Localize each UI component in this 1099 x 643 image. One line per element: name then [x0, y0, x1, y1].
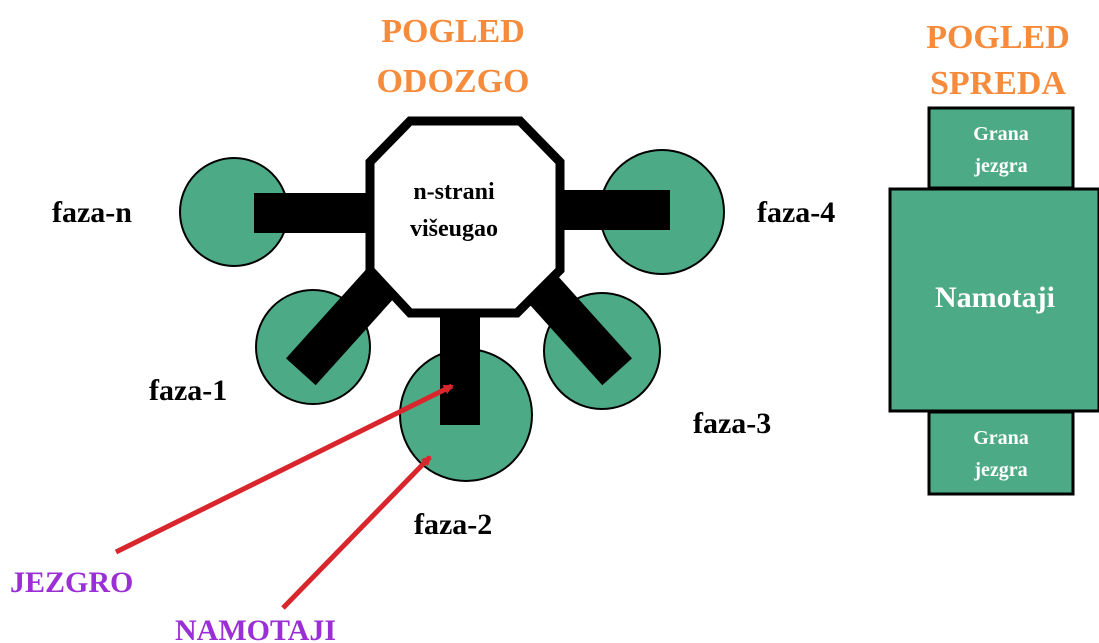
arrow-to-core	[114, 383, 454, 555]
front-windings-label: Namotaji	[935, 281, 1055, 314]
front-top-core-limb	[927, 106, 1075, 190]
core-limb-faza-3	[517, 264, 633, 386]
core-limb-faza-1	[285, 264, 401, 386]
front-view-heading-line1: POGLED	[926, 19, 1070, 56]
central-polygon	[365, 116, 565, 318]
callout-core: JEZGRO	[10, 566, 133, 599]
arrow-to-winding	[281, 455, 432, 610]
front-view-heading-line2: SPREDA	[930, 65, 1066, 102]
label-faza-n: faza-n	[52, 196, 132, 229]
core-limb-faza-2	[440, 300, 480, 425]
core-limb-faza-n	[254, 193, 378, 233]
core-limb-faza-4	[545, 190, 670, 230]
top-view-heading-line1: POGLED	[381, 13, 525, 50]
front-bottom-limb-line1: Grana	[973, 427, 1029, 449]
polygon-label-line2: višeugao	[410, 216, 498, 242]
core-limbs	[254, 190, 670, 425]
front-top-limb-line1: Grana	[973, 123, 1029, 145]
polygon-label-line1: n-strani	[413, 179, 495, 205]
label-faza-4: faza-4	[757, 196, 835, 229]
label-faza-3: faza-3	[693, 407, 771, 440]
label-faza-2: faza-2	[414, 508, 492, 541]
front-top-limb-line2: jezgra	[973, 155, 1027, 177]
label-faza-1: faza-1	[149, 374, 227, 407]
callout-windings: NAMOTAJI	[175, 614, 336, 643]
front-bottom-core-limb	[927, 410, 1075, 496]
front-windings-block	[888, 187, 1099, 413]
top-view-heading-line2: ODOZGO	[376, 63, 529, 100]
front-bottom-limb-line2: jezgra	[973, 459, 1027, 481]
